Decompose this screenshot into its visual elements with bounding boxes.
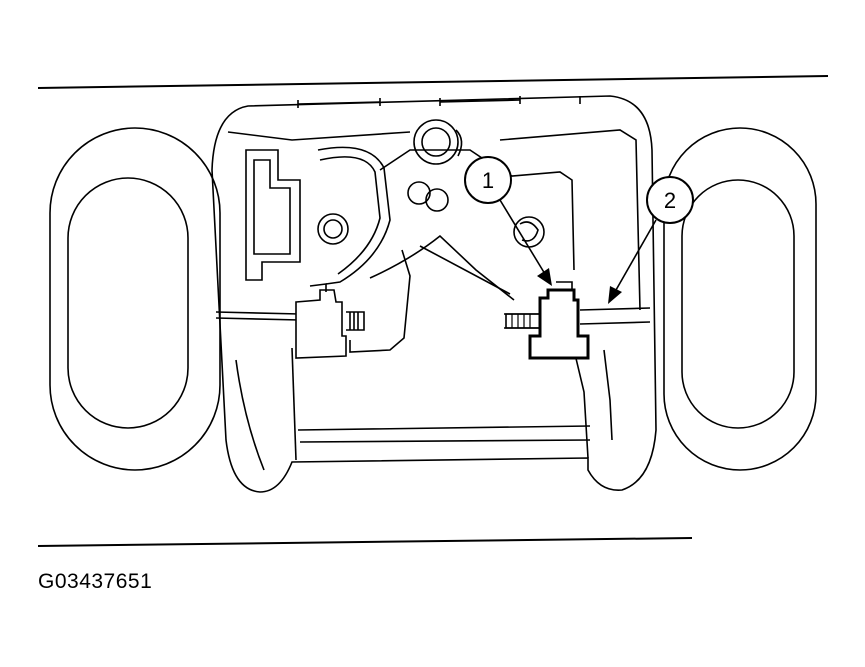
callout-2-label: 2 <box>664 188 676 213</box>
callout-1-circle <box>464 156 512 204</box>
bottom-rule <box>37 537 693 547</box>
figure-code: G03437651 <box>38 570 153 593</box>
left-oval <box>49 127 221 471</box>
top-rule <box>37 75 829 89</box>
callout-2-circle <box>646 176 694 224</box>
callout-2: 2 <box>608 176 694 304</box>
callout-1: 1 <box>464 156 552 286</box>
callout-2-arrow <box>608 286 622 304</box>
callout-1-arrow <box>537 268 552 286</box>
pivot-circles <box>317 119 545 248</box>
callout-1-leader <box>499 199 546 275</box>
right-striker <box>505 281 590 360</box>
right-oval <box>663 127 817 471</box>
left-striker <box>295 283 365 359</box>
callout-1-label: 1 <box>482 168 494 193</box>
callout-2-leader <box>615 219 657 291</box>
